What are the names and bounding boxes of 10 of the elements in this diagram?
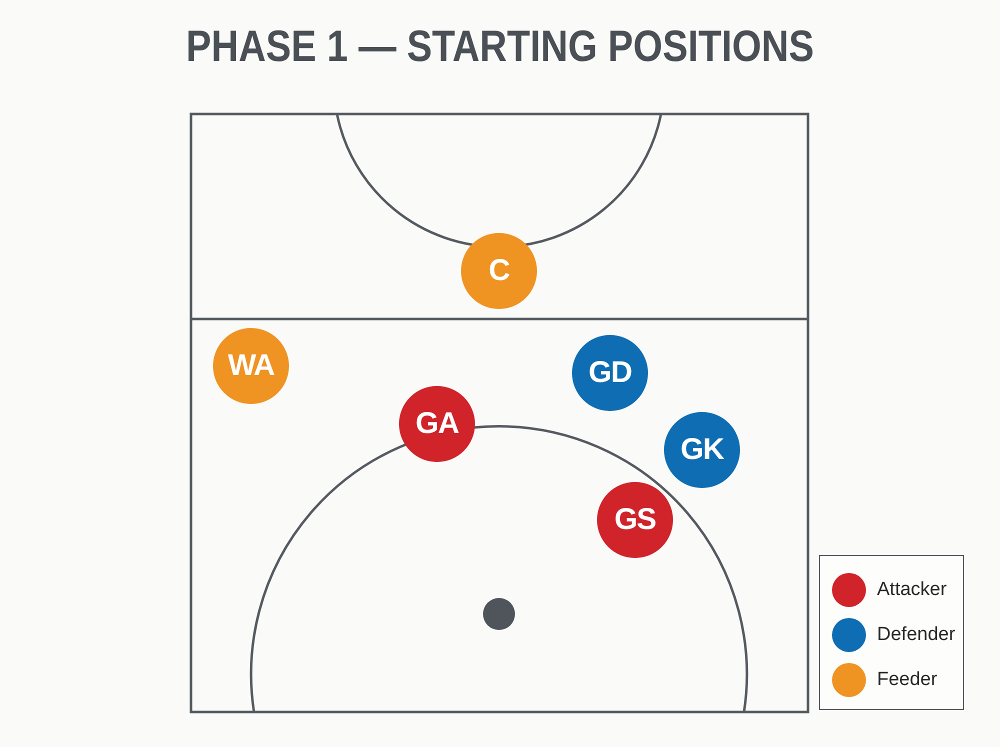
player-marker: GK bbox=[664, 412, 740, 488]
legend-label: Attacker bbox=[877, 578, 947, 600]
legend-label: Defender bbox=[877, 624, 956, 646]
player-marker: GA bbox=[399, 386, 475, 462]
player-marker: WA bbox=[213, 328, 289, 404]
legend-label: Feeder bbox=[877, 668, 938, 690]
player-marker: GD bbox=[572, 335, 648, 411]
player-marker: GS bbox=[597, 482, 673, 558]
title: PHASE 1 — STARTING POSITIONS bbox=[185, 22, 815, 72]
player-marker: C bbox=[461, 233, 537, 309]
